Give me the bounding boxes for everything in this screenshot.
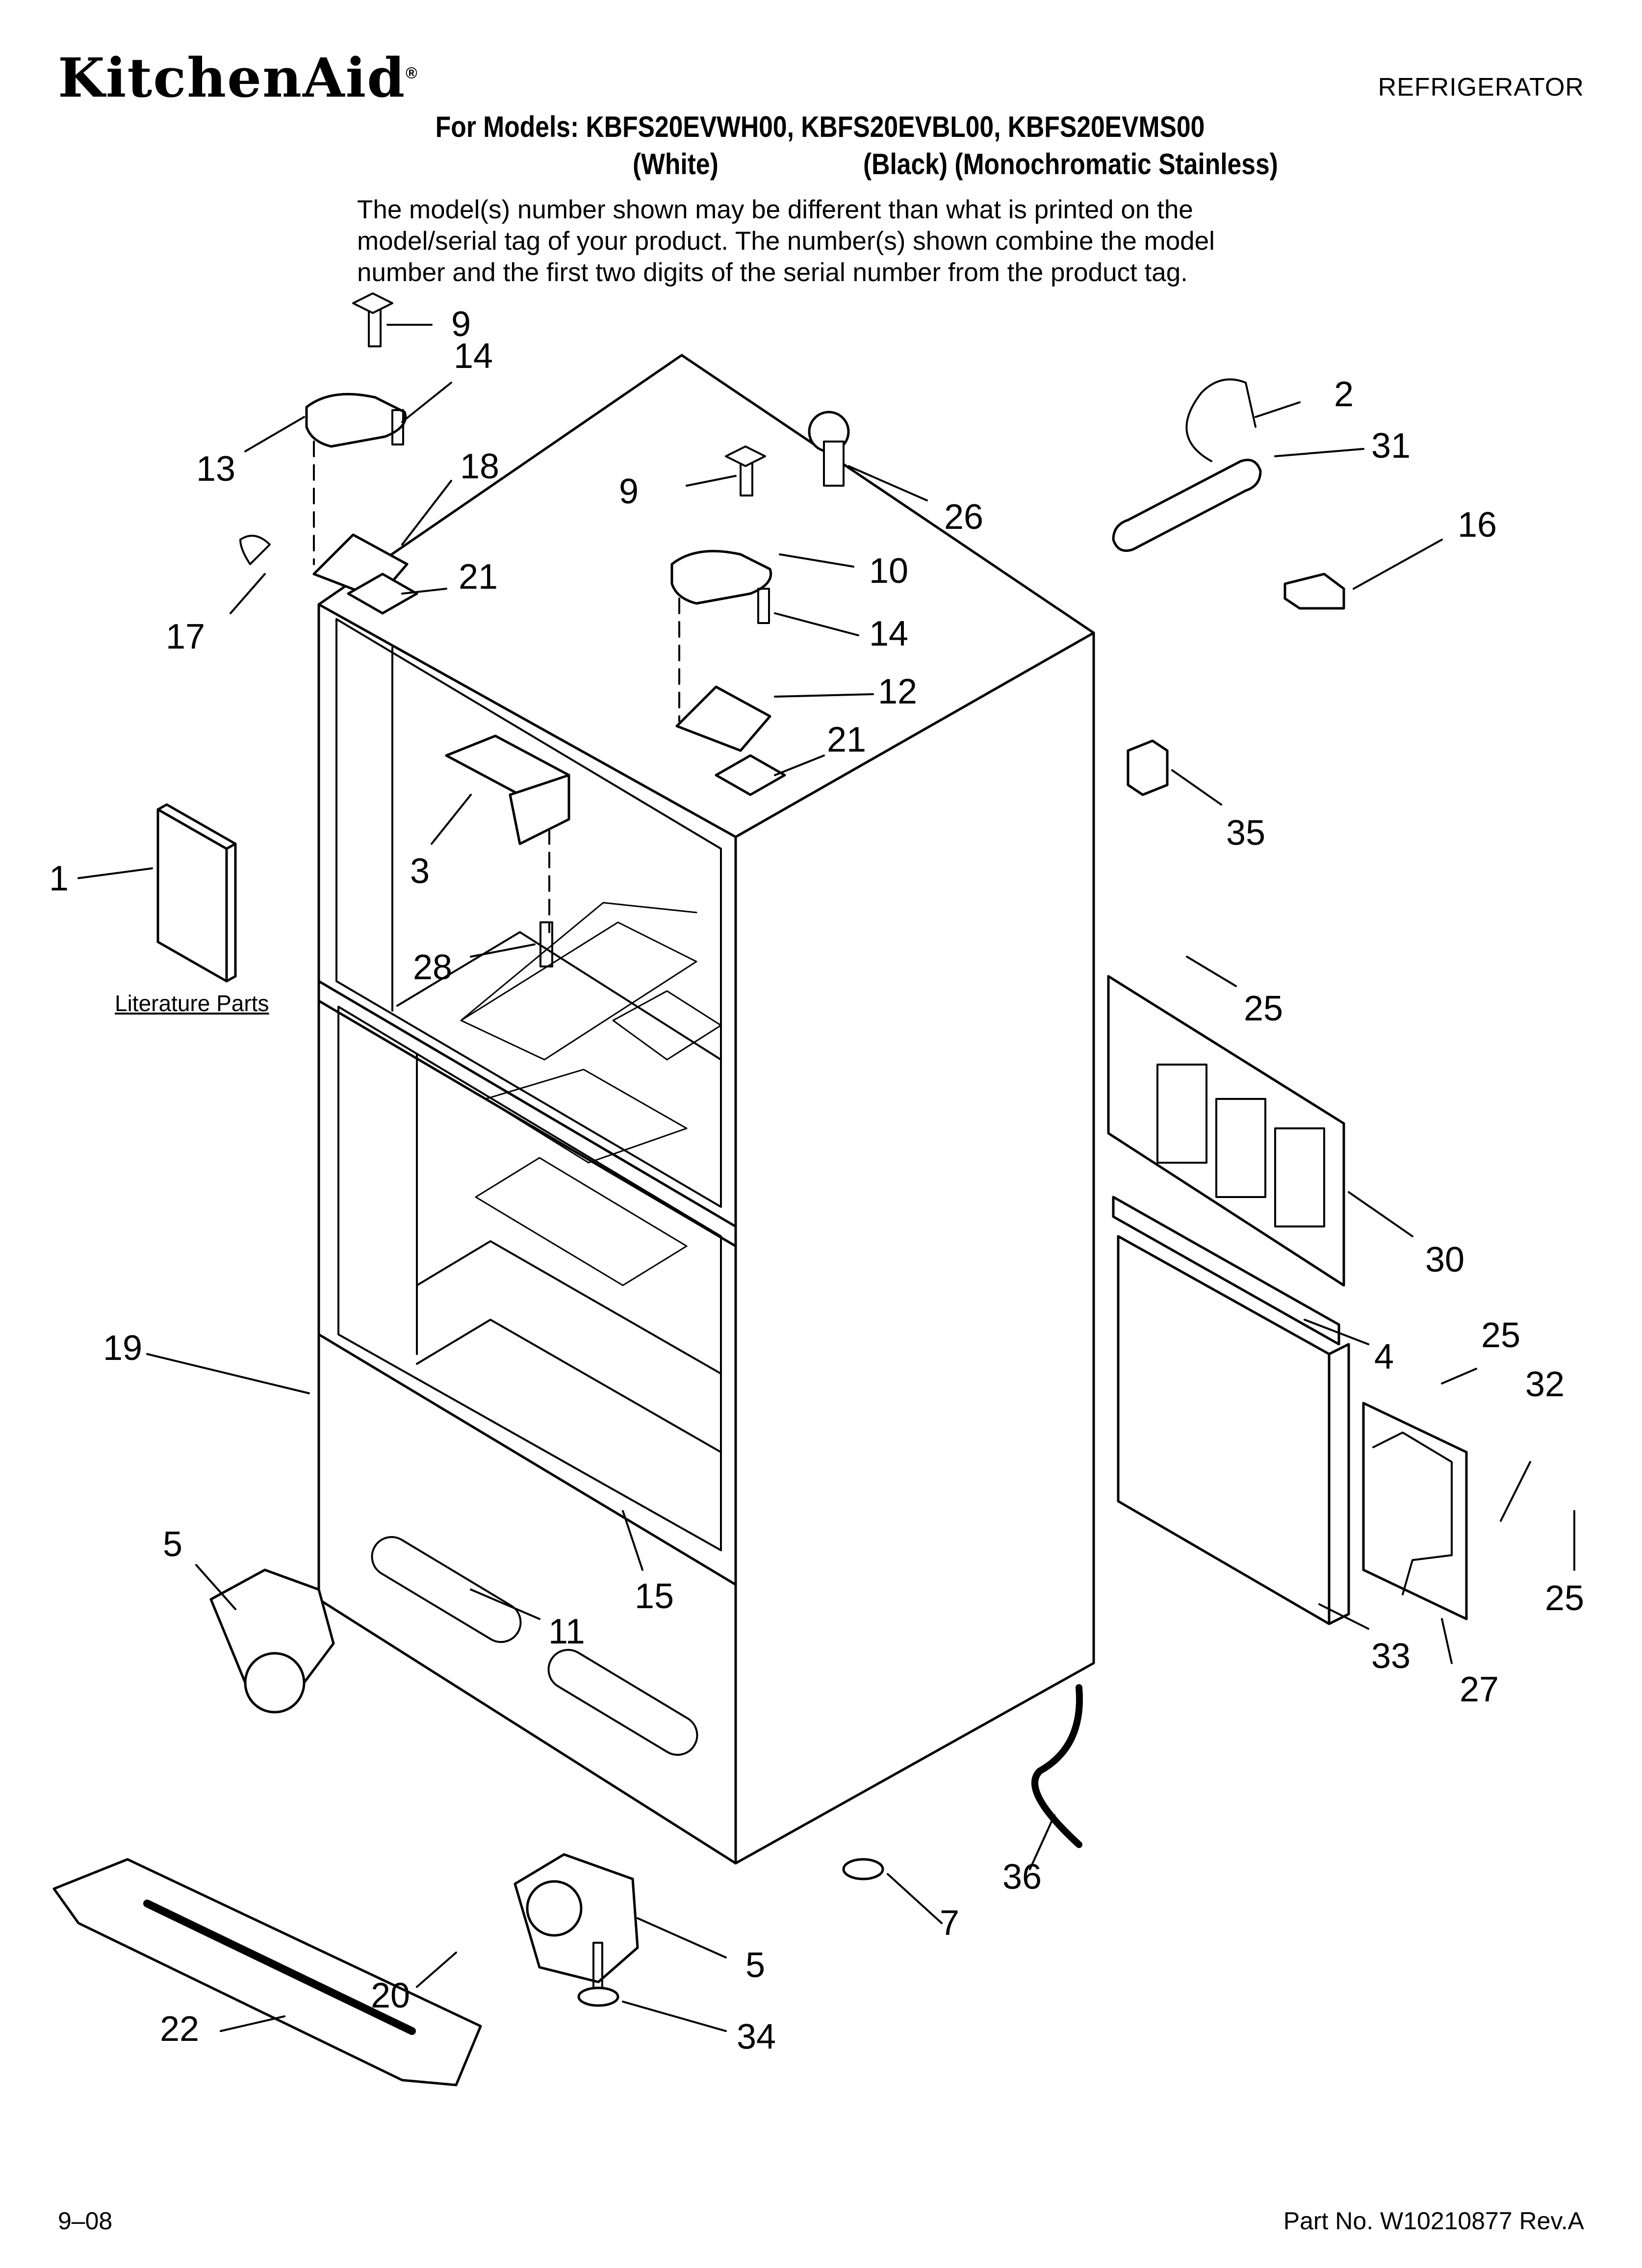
category-label: REFRIGERATOR — [1378, 73, 1584, 102]
rear-access-panels — [1107, 975, 1468, 1625]
note-line: model/serial tag of your product. The nu… — [357, 227, 1215, 256]
leader-arrows — [77, 324, 1575, 2032]
mounting-bracket — [445, 734, 570, 967]
part-number: Part No. W10210877 Rev.A — [1283, 2207, 1584, 2235]
callout-number: 9 — [619, 472, 639, 511]
callout-number: 32 — [1525, 1365, 1565, 1404]
callout-number: 11 — [548, 1612, 585, 1651]
callout-number: 14 — [454, 337, 493, 376]
callout-number: 3 — [410, 852, 430, 891]
revision-date: 9–08 — [58, 2207, 113, 2235]
callout-number: 5 — [745, 1946, 766, 1985]
callout-number: 25 — [1545, 1579, 1585, 1618]
brand-name: KitchenAid — [58, 46, 406, 109]
callout-number: 2 — [1334, 375, 1354, 414]
callout-number: 36 — [1002, 1857, 1042, 1897]
callout-number: 20 — [371, 1976, 410, 2015]
callout-number: 25 — [1244, 989, 1283, 1028]
callout-number: 27 — [1460, 1670, 1499, 1709]
callout-number: 7 — [940, 1903, 960, 1943]
callout-number: 21 — [827, 720, 867, 759]
models-heading: For Models: KBFS20EVWH00, KBFS20EVBL00, … — [435, 110, 1205, 143]
callout-number: 14 — [869, 614, 909, 653]
note-line: The model(s) number shown may be differe… — [357, 195, 1193, 224]
callout-number: 33 — [1371, 1637, 1411, 1676]
callout-number: 10 — [869, 551, 909, 591]
model-number-note: The model(s) number shown may be differe… — [357, 194, 1338, 288]
lower-parts — [52, 1568, 1083, 2086]
registered-mark: ® — [406, 64, 418, 82]
callout-number: 28 — [413, 948, 453, 987]
top-hinge-left — [239, 292, 418, 615]
callout-number: 22 — [160, 2009, 200, 2049]
callout-number: 34 — [737, 2017, 776, 2057]
callout-number: 5 — [163, 1525, 183, 1564]
variant-black-stainless: (Black) (Monochromatic Stainless) — [863, 148, 1278, 181]
callout-number: 1 — [49, 859, 69, 898]
callout-number: 16 — [1458, 505, 1497, 545]
callout-number: 35 — [1226, 813, 1266, 853]
callout-number: 18 — [460, 447, 500, 486]
callout-number: 31 — [1371, 426, 1411, 466]
callout-number: 26 — [944, 497, 984, 537]
callout-number: 21 — [459, 557, 498, 597]
callout-number: 30 — [1425, 1240, 1465, 1279]
callout-number: 17 — [166, 617, 205, 656]
brand-logo: KitchenAid® — [58, 51, 418, 105]
literature-parts-label: Literature Parts — [115, 991, 269, 1016]
callout-number: 9 — [451, 305, 471, 344]
callout-number: 19 — [103, 1329, 143, 1368]
variant-white: (White) — [633, 148, 718, 181]
callout-number: 25 — [1481, 1316, 1521, 1355]
callout-number: 4 — [1374, 1337, 1394, 1377]
literature-book — [156, 803, 237, 983]
refrigerator-cabinet — [317, 354, 1095, 1865]
callout-number: 12 — [878, 672, 918, 711]
note-line: number and the first two digits of the s… — [357, 258, 1188, 287]
callout-number: 15 — [635, 1577, 674, 1616]
upper-right-parts — [808, 378, 1345, 796]
callout-number: 13 — [196, 449, 236, 489]
top-hinge-right — [670, 445, 786, 796]
